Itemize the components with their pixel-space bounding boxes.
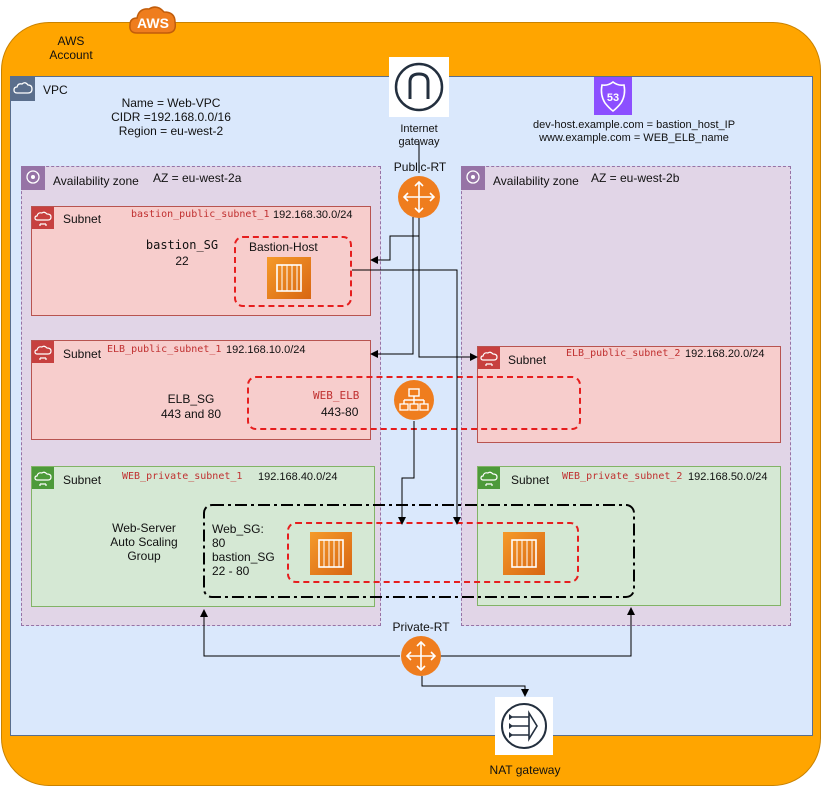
subnet-bastion-name: bastion_public_subnet_1: [131, 209, 270, 220]
az-a-label: Availability zone: [53, 174, 139, 188]
router-icon: [402, 180, 436, 214]
bastion-host-instance[interactable]: [267, 257, 311, 299]
aws-account-label: AWS Account: [49, 34, 93, 62]
bastion-host-label: Bastion-Host: [249, 240, 318, 254]
subnet-web2-name: WEB_private_subnet_2: [562, 471, 683, 482]
vpc-icon: [11, 77, 35, 101]
ec2-instance-icon: [318, 539, 344, 568]
subnet-web1-name: WEB_private_subnet_1: [122, 471, 243, 482]
ec2-instance-icon: [511, 539, 537, 568]
vpc-cloud-icon: [13, 82, 33, 94]
subnet-elb1-icon: [32, 341, 54, 363]
asg-label: Web-Server Auto Scaling Group: [110, 521, 178, 563]
web-elb-load-balancer[interactable]: [394, 380, 434, 420]
bastion-sg-port: 22: [175, 254, 189, 268]
az-a-name: AZ = eu-west-2a: [153, 171, 242, 185]
subnet-lock-cloud-icon: [34, 345, 52, 360]
aws-logo-text: AWS: [137, 15, 169, 31]
web-server-instance-1[interactable]: [310, 532, 352, 575]
subnet-elb-public-1: [31, 340, 371, 440]
subnet-bastion-label: Subnet: [63, 212, 102, 226]
nat-gateway-label: NAT gateway: [489, 763, 561, 777]
vpc-label: VPC: [43, 83, 68, 97]
subnet-bastion-cidr: 192.168.30.0/24: [273, 209, 353, 221]
subnet-web2-cidr: 192.168.50.0/24: [688, 471, 768, 483]
nat-gateway[interactable]: [495, 697, 553, 755]
subnet-lock-cloud-icon: [34, 211, 52, 226]
route53[interactable]: 53: [594, 77, 632, 115]
bastion-host-security-group: [234, 236, 352, 307]
internet-gateway[interactable]: [389, 57, 449, 117]
route53-records: dev-host.example.com = bastion_host_IP w…: [532, 119, 736, 144]
subnet-lock-cloud-icon: [480, 351, 498, 366]
vpc-info: Name = Web-VPC CIDR =192.168.0.0/16 Regi…: [111, 96, 231, 138]
elb-sg-ports: 443 and 80: [160, 407, 222, 421]
web-elb-name: WEB_ELB: [313, 389, 360, 402]
subnet-elb2-name: ELB_public_subnet_2: [566, 348, 681, 359]
subnet-lock-cloud-icon: [34, 471, 52, 486]
web-elb-ports: 443-80: [321, 405, 359, 419]
web-sg-rules: Web_SG: 80 bastion_SG 22 - 80: [212, 522, 275, 578]
subnet-elb2-label: Subnet: [508, 353, 547, 367]
web-server-instance-2[interactable]: [503, 532, 545, 575]
public-route-table[interactable]: [398, 176, 440, 218]
subnet-elb1-name: ELB_public_subnet_1: [107, 344, 222, 355]
az-a-pin-icon: [26, 170, 40, 184]
route53-badge: 53: [607, 92, 619, 104]
aws-logo-icon: AWS: [129, 6, 177, 34]
private-rt-label: Private-RT: [392, 620, 450, 634]
internet-gateway-icon: [394, 62, 444, 112]
private-route-table[interactable]: [401, 636, 441, 676]
nat-gateway-icon: [501, 703, 547, 749]
subnet-lock-cloud-icon: [480, 471, 498, 486]
route53-icon: 53: [600, 80, 626, 113]
subnet-web2-icon: [478, 467, 500, 489]
subnet-bastion-public-1: [31, 206, 371, 316]
az-b-pin-icon: [466, 170, 480, 184]
public-rt-label: Public-RT: [393, 160, 447, 174]
aws-logo: AWS: [127, 3, 179, 37]
bastion-sg-name: bastion_SG: [145, 238, 219, 252]
subnet-elb-public-2: [477, 346, 781, 443]
subnet-elb1-label: Subnet: [63, 347, 102, 361]
subnet-web1-icon: [32, 467, 54, 489]
subnet-bastion-icon: [32, 207, 54, 229]
subnet-elb2-icon: [478, 347, 500, 369]
load-balancer-icon: [399, 388, 429, 411]
subnet-elb1-cidr: 192.168.10.0/24: [226, 344, 306, 356]
subnet-web1-cidr: 192.168.40.0/24: [258, 471, 338, 483]
az-b-label: Availability zone: [493, 174, 579, 188]
subnet-web2-label: Subnet: [511, 473, 550, 487]
internet-gateway-label: Internet gateway: [398, 123, 440, 148]
router-icon: [405, 640, 437, 672]
subnet-web1-label: Subnet: [63, 473, 102, 487]
elb-sg-name: ELB_SG: [167, 392, 215, 406]
subnet-elb2-cidr: 192.168.20.0/24: [685, 348, 765, 360]
az-b-name: AZ = eu-west-2b: [591, 171, 680, 185]
ec2-instance-icon: [276, 264, 302, 292]
